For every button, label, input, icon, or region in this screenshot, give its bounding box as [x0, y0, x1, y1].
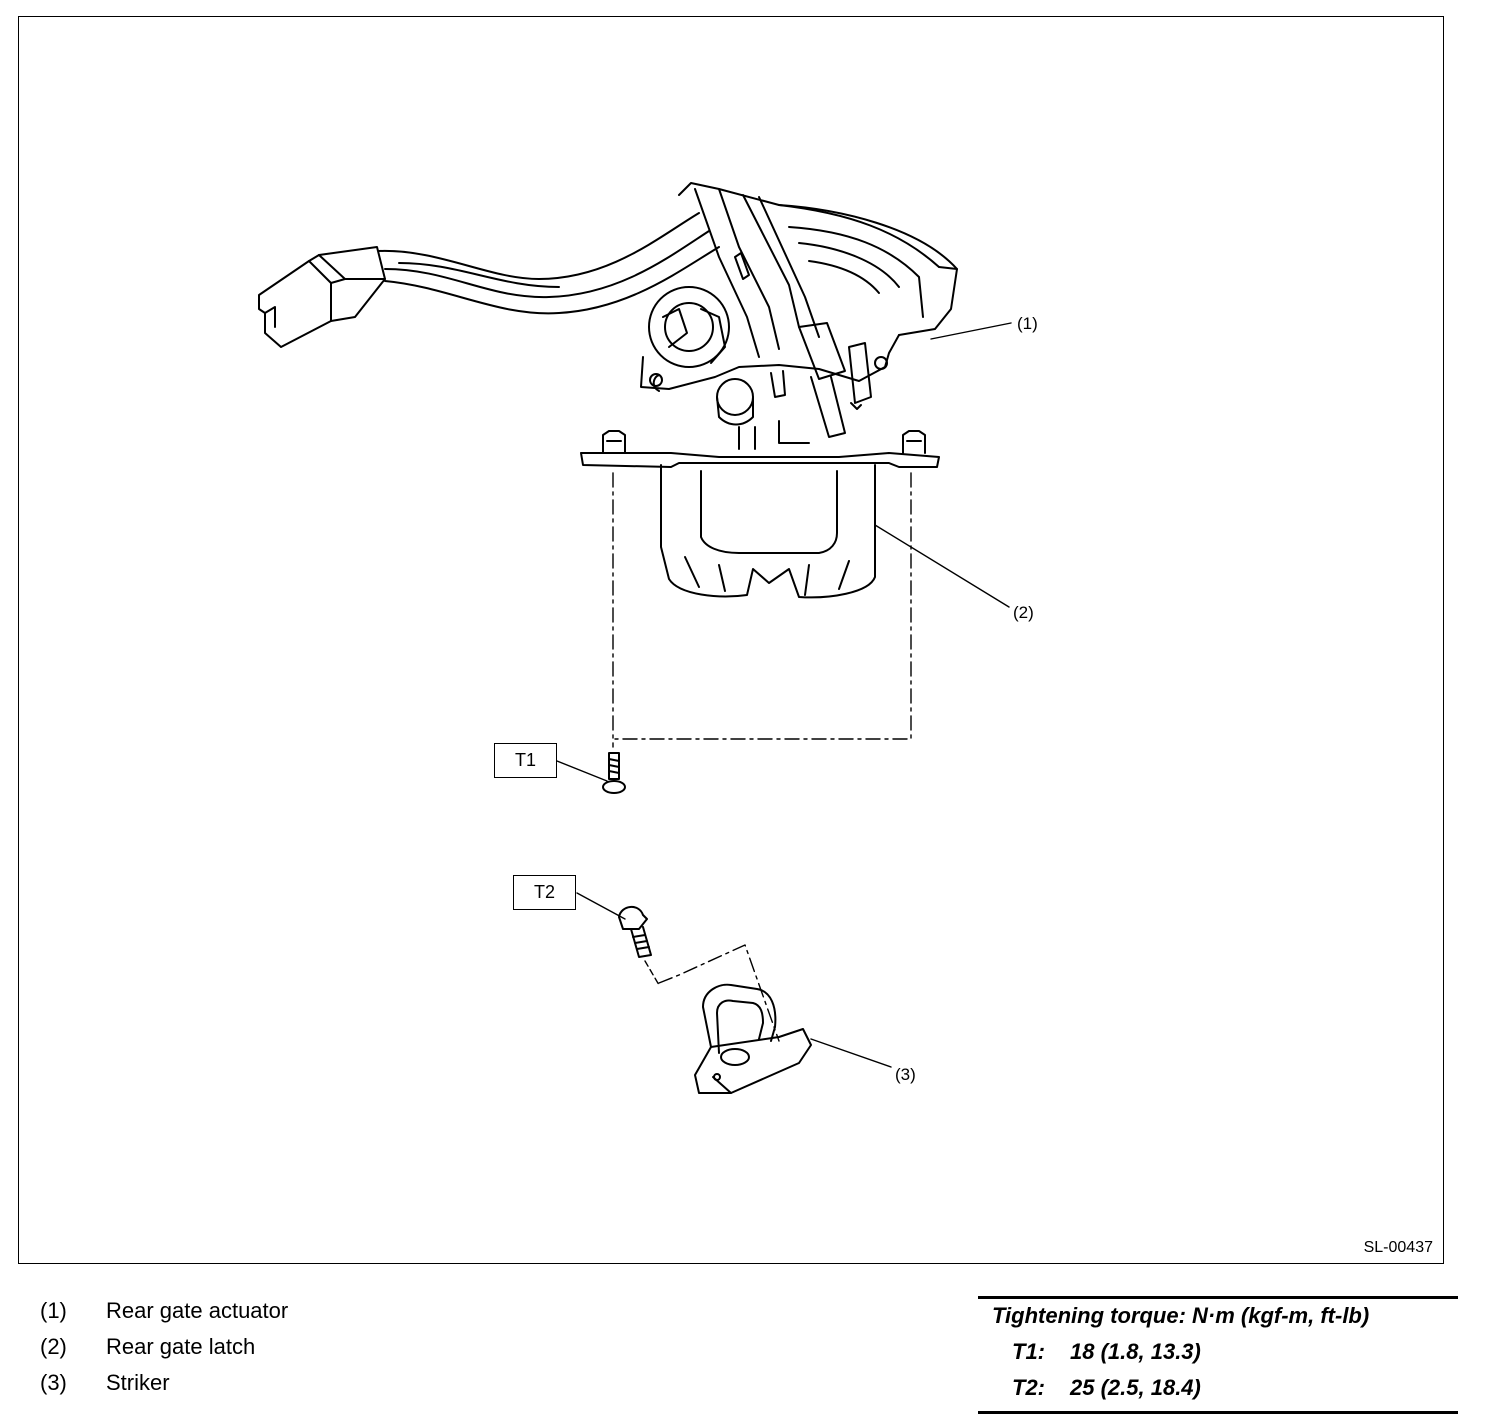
- torque-box-t1: T1: [494, 743, 557, 778]
- parts-legend: (1) Rear gate actuator (2) Rear gate lat…: [40, 1298, 288, 1406]
- legend-number: (2): [40, 1334, 67, 1359]
- torque-value: 18 (1.8, 13.3): [1070, 1339, 1201, 1364]
- striker-drawing: [618, 906, 812, 1094]
- torque-title: Tightening torque: N·m (kgf-m, ft-lb): [992, 1303, 1370, 1328]
- rear-gate-latch-drawing: [580, 430, 940, 748]
- torque-row: T2: 25 (2.5, 18.4): [978, 1375, 1458, 1411]
- legend-label: Rear gate latch: [106, 1334, 256, 1359]
- torque-value: 25 (2.5, 18.4): [1070, 1375, 1201, 1400]
- torque-table: Tightening torque: N·m (kgf-m, ft-lb) T1…: [978, 1296, 1458, 1414]
- rear-gate-actuator-drawing: [258, 182, 958, 450]
- legend-item: (1) Rear gate actuator: [40, 1298, 288, 1334]
- figure-frame: (1) (2) (3) T1 T2 SL-00437: [18, 16, 1444, 1264]
- torque-id: T2:: [1012, 1375, 1045, 1400]
- legend-number: (1): [40, 1298, 67, 1323]
- callout-2: (2): [1013, 603, 1034, 622]
- legend-number: (3): [40, 1370, 67, 1395]
- torque-row: T1: 18 (1.8, 13.3): [978, 1339, 1458, 1375]
- legend-item: (2) Rear gate latch: [40, 1334, 288, 1370]
- torque-box-t2: T2: [513, 875, 576, 910]
- legend-label: Striker: [106, 1370, 170, 1395]
- legend-item: (3) Striker: [40, 1370, 288, 1406]
- legend-label: Rear gate actuator: [106, 1298, 289, 1323]
- torque-id: T1:: [1012, 1339, 1045, 1364]
- callout-3: (3): [895, 1065, 916, 1084]
- callout-1: (1): [1017, 314, 1038, 333]
- t1-bolt-drawing: [602, 752, 626, 794]
- latch-assembly-drawing: [258, 182, 1012, 1094]
- figure-code: SL-00437: [1363, 1239, 1433, 1256]
